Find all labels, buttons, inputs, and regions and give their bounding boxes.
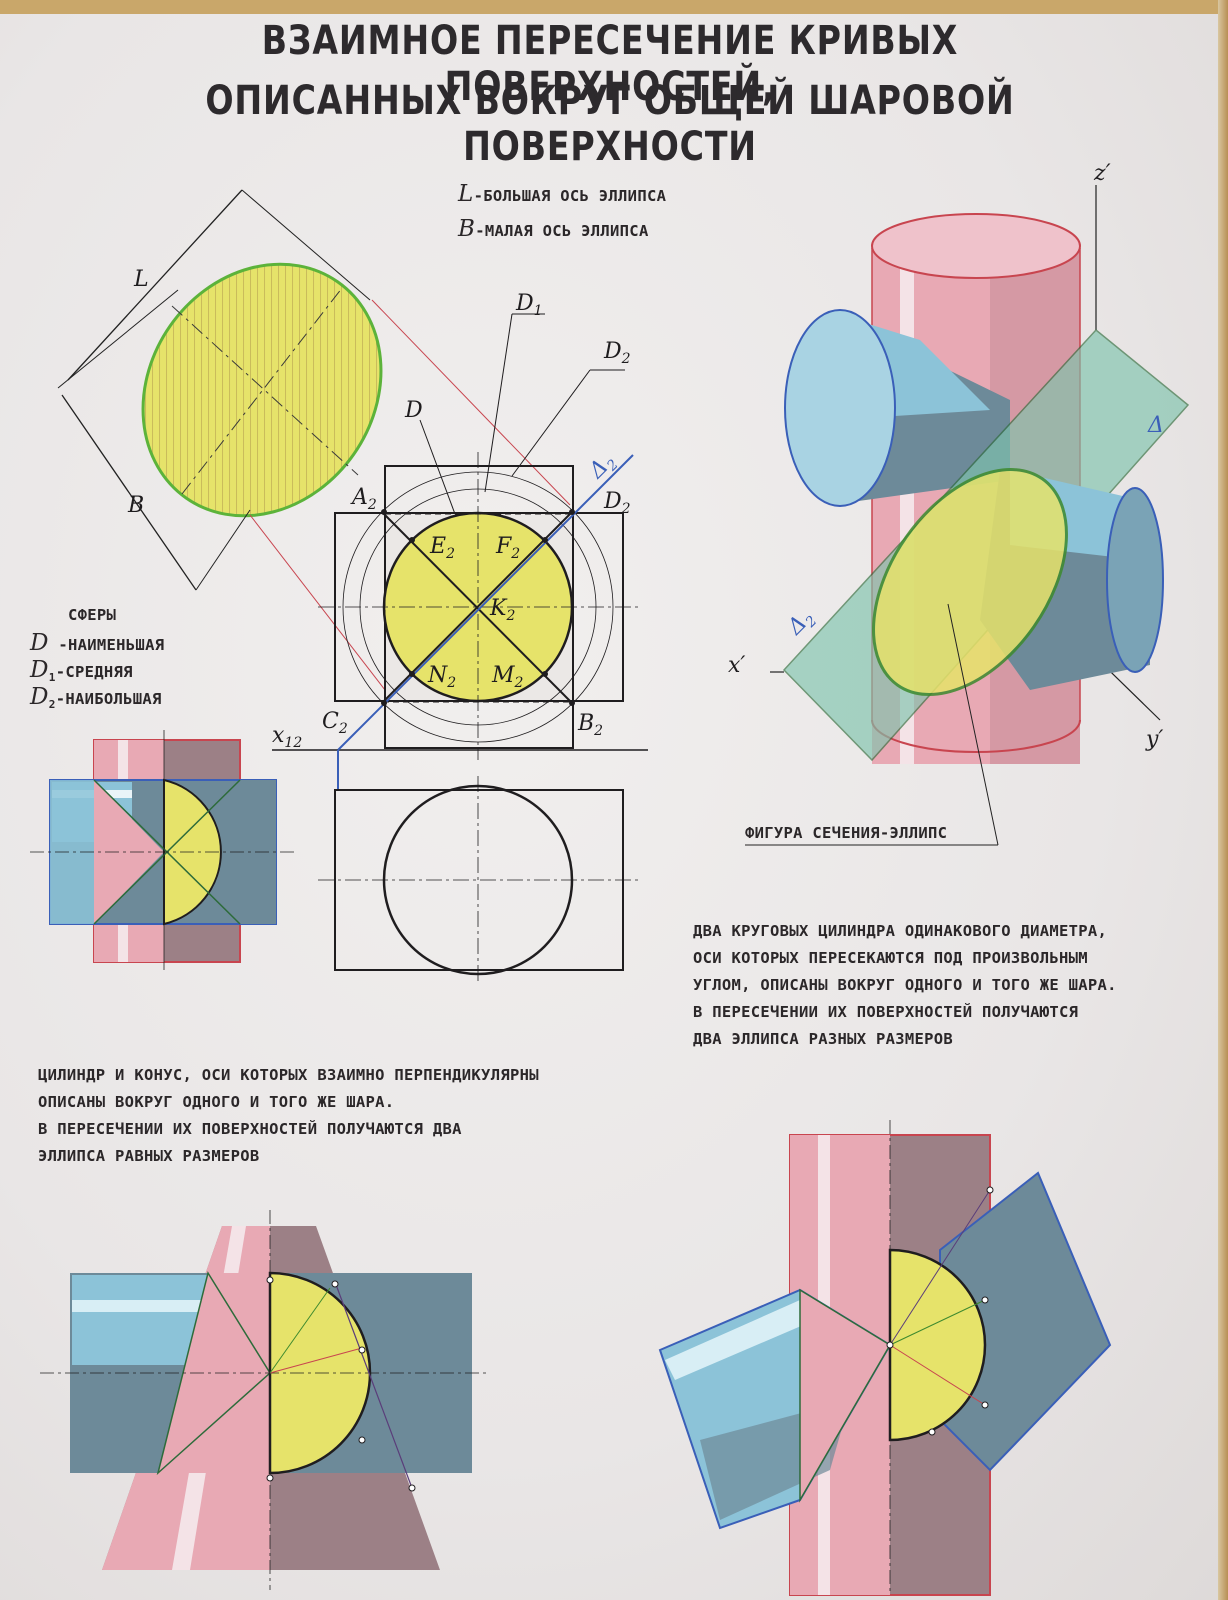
label-D2: D2	[603, 339, 631, 367]
cone-text-3: В ПЕРЕСЕЧЕНИИ ИХ ПОВЕРХНОСТЕЙ ПОЛУЧАЮТСЯ…	[38, 1120, 462, 1138]
label-A2: A2	[350, 485, 377, 513]
label-D1: D1	[515, 291, 543, 319]
sphere-middle: D1-СРЕДНЯЯ	[30, 657, 133, 691]
poster-frame-top	[0, 0, 1228, 14]
label-K2: K2	[489, 596, 515, 624]
poster-frame-right	[1218, 0, 1228, 1600]
label-D2-point: D2	[603, 489, 631, 517]
leader-D2	[511, 369, 591, 477]
sphere-smallest-symbol: D	[30, 630, 49, 656]
leader-D	[419, 419, 456, 515]
ext-line-2	[57, 289, 179, 389]
cone-text-1: ЦИЛИНДР И КОНУС, ОСИ КОТОРЫХ ВЗАИМНО ПЕР…	[38, 1066, 539, 1084]
label-y: y′	[1145, 727, 1163, 752]
ext-line-1	[241, 189, 371, 301]
spheres-heading: СФЕРЫ	[68, 606, 117, 624]
sphere-middle-sub: 1	[48, 671, 56, 685]
cylinders-text-4: В ПЕРЕСЕЧЕНИИ ИХ ПОВЕРХНОСТЕЙ ПОЛУЧАЮТСЯ	[693, 1003, 1079, 1021]
label-delta: Δ	[1147, 413, 1164, 438]
section-ellipse-drawing: L B	[57, 189, 571, 691]
title-line-2: ОПИСАННЫХ ВОКРУГ ОБЩЕЙ ШАРОВОЙ ПОВЕРХНОС…	[205, 78, 1015, 170]
cylinders-text-3: УГЛОМ, ОПИСАНЫ ВОКРУГ ОДНОГО И ТОГО ЖЕ Ш…	[693, 976, 1117, 994]
sphere-largest-symbol: D	[30, 684, 49, 710]
cylinders-text-2: ОСИ КОТОРЫХ ПЕРЕСЕКАЮТСЯ ПОД ПРОИЗВОЛЬНЫ…	[693, 949, 1088, 967]
ellipse-minor-axis-line	[181, 287, 343, 495]
label-x: x′	[728, 653, 745, 678]
label-x12: x12	[272, 723, 302, 751]
cylinders-3d-illustration: z′ x′ y′ Δ Δ2	[728, 161, 1190, 846]
caption-leader	[947, 603, 999, 846]
cylinders-sphere-half	[888, 1248, 987, 1442]
cylinders-text-1: ДВА КРУГОВЫХ ЦИЛИНДРА ОДИНАКОВОГО ДИАМЕТ…	[693, 922, 1108, 940]
label-L: L	[133, 267, 149, 292]
sphere-middle-text: -СРЕДНЯЯ	[55, 663, 133, 681]
label-z: z′	[1093, 161, 1111, 186]
front-view	[272, 313, 648, 790]
legend-l-text: -БОЛЬШАЯ ОСЬ ЭЛЛИПСА	[473, 187, 667, 205]
dim-line-B	[61, 394, 197, 591]
sphere-smallest: D -НАИМЕНЬШАЯ	[30, 630, 164, 659]
dim-line-L	[67, 189, 243, 381]
sphere-largest: D2-НАИБОЛЬШАЯ	[30, 684, 162, 718]
sphere-smallest-text: -НАИМЕНЬШАЯ	[48, 636, 165, 654]
legend-minor-axis: B-МАЛАЯ ОСЬ ЭЛЛИПСА	[458, 216, 649, 245]
cone-text-2: ОПИСАНЫ ВОКРУГ ОДНОГО И ТОГО ЖЕ ШАРА.	[38, 1093, 395, 1111]
legend-b-symbol: B	[458, 216, 476, 242]
pink-cylinder-top	[871, 213, 1081, 279]
legend-l-symbol: L	[458, 181, 474, 207]
section-ellipse-3d	[872, 468, 1068, 696]
small-cylinders-model	[30, 730, 296, 970]
label-B2: B2	[577, 711, 603, 739]
sphere-largest-sub: 2	[48, 698, 56, 712]
front-view-labels: D D1 D2 Δ2 A2 D2 E2 F2 K2 N2 M2 C2 B2 x1…	[272, 291, 631, 751]
sphere-largest-text: -НАИБОЛЬШАЯ	[55, 690, 162, 708]
top-view	[318, 776, 640, 985]
section-caption: ФИГУРА СЕЧЕНИЯ-ЭЛЛИПС	[745, 824, 948, 842]
cylinder-cone-drawing	[40, 1210, 490, 1590]
label-M2: M2	[491, 663, 524, 691]
sphere-middle-symbol: D	[30, 657, 49, 683]
cylinders-text-5: ДВА ЭЛЛИПСА РАЗНЫХ РАЗМЕРОВ	[693, 1030, 954, 1048]
projection-line-red-2	[249, 514, 386, 691]
cone-text-4: ЭЛЛИПСА РАВНЫХ РАЗМЕРОВ	[38, 1147, 260, 1165]
legend-major-axis: L-БОЛЬШАЯ ОСЬ ЭЛЛИПСА	[458, 181, 666, 210]
dashed-square	[384, 513, 574, 703]
delta2-plane-trace	[337, 454, 634, 751]
diagonal-CD	[381, 511, 573, 704]
label-delta2: Δ2	[584, 448, 622, 486]
two-cylinders-drawing	[658, 1120, 1112, 1596]
title-line-1: ВЗАИМНОЕ ПЕРЕСЕЧЕНИЕ КРИВЫХ ПОВЕРХНОСТЕЙ…	[261, 18, 959, 110]
hatched-section-ellipse	[141, 262, 383, 518]
ext-line-3	[195, 509, 251, 591]
projection-line-red-1	[371, 299, 571, 506]
label-N2: N2	[427, 663, 456, 691]
label-C2: C2	[322, 709, 348, 737]
label-E2: E2	[429, 534, 455, 562]
label-B: B	[127, 493, 144, 518]
legend-b-text: -МАЛАЯ ОСЬ ЭЛЛИПСА	[475, 222, 649, 240]
label-F2: F2	[495, 534, 520, 562]
ellipse-major-axis-line	[171, 305, 359, 476]
upper-blue-cylinder-end	[784, 309, 896, 507]
lower-blue-cylinder-end	[1106, 487, 1164, 673]
leader-D1	[484, 313, 513, 493]
label-D: D	[404, 398, 423, 423]
